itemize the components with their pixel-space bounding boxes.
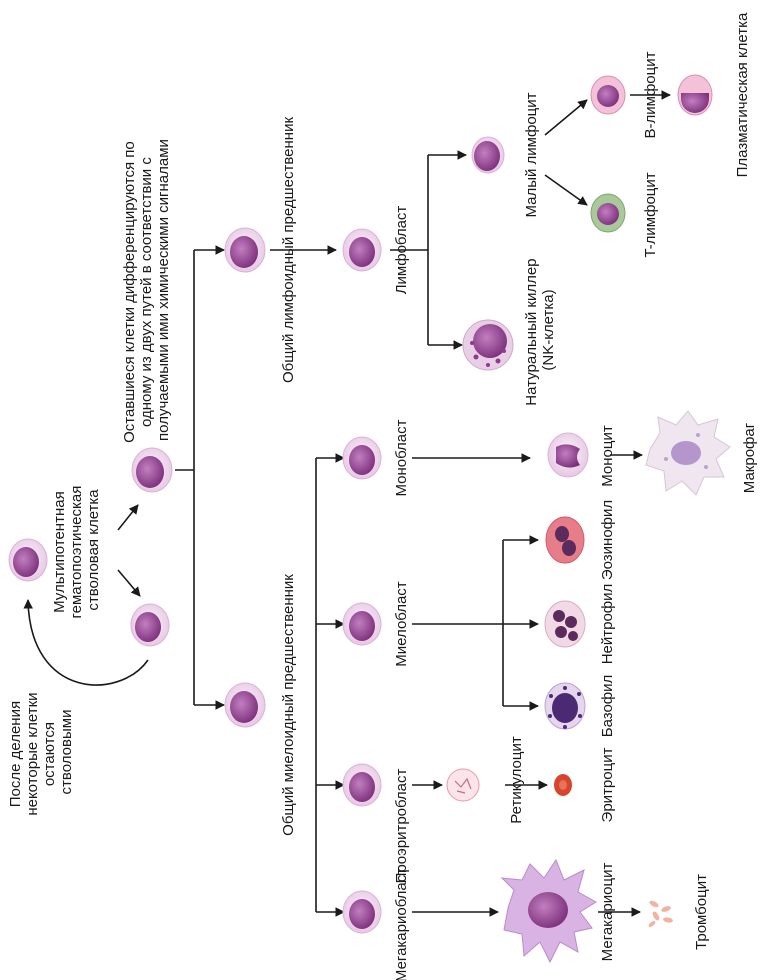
proerythroblast-label: Проэритробласт — [393, 768, 410, 883]
reticulocyte-cell — [446, 768, 480, 802]
hsc-cell-upper — [131, 447, 173, 493]
monoblast-cell — [342, 436, 382, 480]
hsc-up-arrow — [117, 504, 139, 531]
t-lymphocyte-cell — [590, 193, 626, 233]
plasma-cell-label: Плазматическая клетка — [734, 12, 751, 177]
self-renewal-arrow — [23, 599, 149, 686]
hsc-cell-lower — [130, 603, 170, 647]
neutrophil-cell — [544, 600, 586, 648]
monocyte-cell — [547, 432, 589, 478]
t-lymphocyte-label: T-лимфоцит — [642, 172, 659, 257]
nk-cell — [462, 319, 514, 371]
thrombocyte-cells — [648, 900, 673, 927]
megakaryocyte-cell — [500, 858, 597, 964]
monocyte-label: Моноцит — [599, 425, 616, 487]
small-lymphocyte-label: Малый лимфоцит — [523, 92, 540, 217]
megakaryocyte-label: Мегакариоцит — [599, 863, 616, 962]
proerythroblast-cell — [342, 763, 382, 807]
basophil-cell — [544, 682, 586, 730]
hsc-label: Мультипотентная гематопоэтическая стволо… — [51, 481, 102, 618]
hsc-down-arrow — [117, 569, 141, 597]
common-lymphoid-cell — [224, 227, 266, 273]
monoblast-label: Монобласт — [393, 419, 410, 496]
b-lymphocyte-cell — [590, 75, 626, 115]
lymphoblast-cell — [342, 228, 382, 272]
megakaryoblast-cell — [342, 890, 382, 934]
cells — [8, 74, 731, 964]
thrombocyte-label: Тромбоцит — [693, 874, 710, 950]
small-lymphocyte-cell — [471, 136, 505, 174]
myeloblast-label: Миелобласт — [393, 581, 410, 666]
to-b-arrow — [544, 99, 588, 136]
erythrocyte-label: Эритроцит — [599, 747, 616, 822]
common-myeloid-label: Общий миелоидный предшественник — [280, 574, 297, 836]
megakaryoblast-label: Мегакариобласт — [393, 868, 410, 980]
b-lymphocyte-label: B-лимфоцит — [642, 51, 659, 138]
to-t-arrow — [544, 174, 588, 206]
labels: После деления некоторые клетки остаются … — [7, 12, 758, 980]
erythrocyte-cell — [554, 774, 572, 796]
common-myeloid-cell — [224, 682, 266, 728]
connectors — [23, 90, 671, 917]
eosinophil-label: Эозинофил — [599, 500, 616, 580]
macrophage-cell — [645, 410, 731, 496]
plasma-cell — [677, 74, 713, 116]
nk-cell-label: Натуральный киллер (NK-клетка) — [523, 254, 557, 405]
lymphoblast-label: Лимфобласт — [393, 206, 410, 295]
reticulocyte-label: Ретикулоцит — [508, 736, 525, 824]
common-lymphoid-label: Общий лимфоидный предшественник — [280, 117, 297, 383]
myeloblast-cell — [342, 602, 382, 646]
stem-cell-renewed — [8, 538, 48, 582]
basophil-label: Базофил — [599, 675, 616, 738]
stem-division-label: После деления некоторые клетки остаются … — [7, 688, 75, 815]
macrophage-label: Макрофаг — [741, 422, 758, 493]
differentiate-label: Оставшиеся клетки дифференцируются по од… — [121, 137, 172, 443]
neutrophil-label: Нейтрофил — [599, 584, 616, 665]
eosinophil-cell — [545, 516, 585, 564]
